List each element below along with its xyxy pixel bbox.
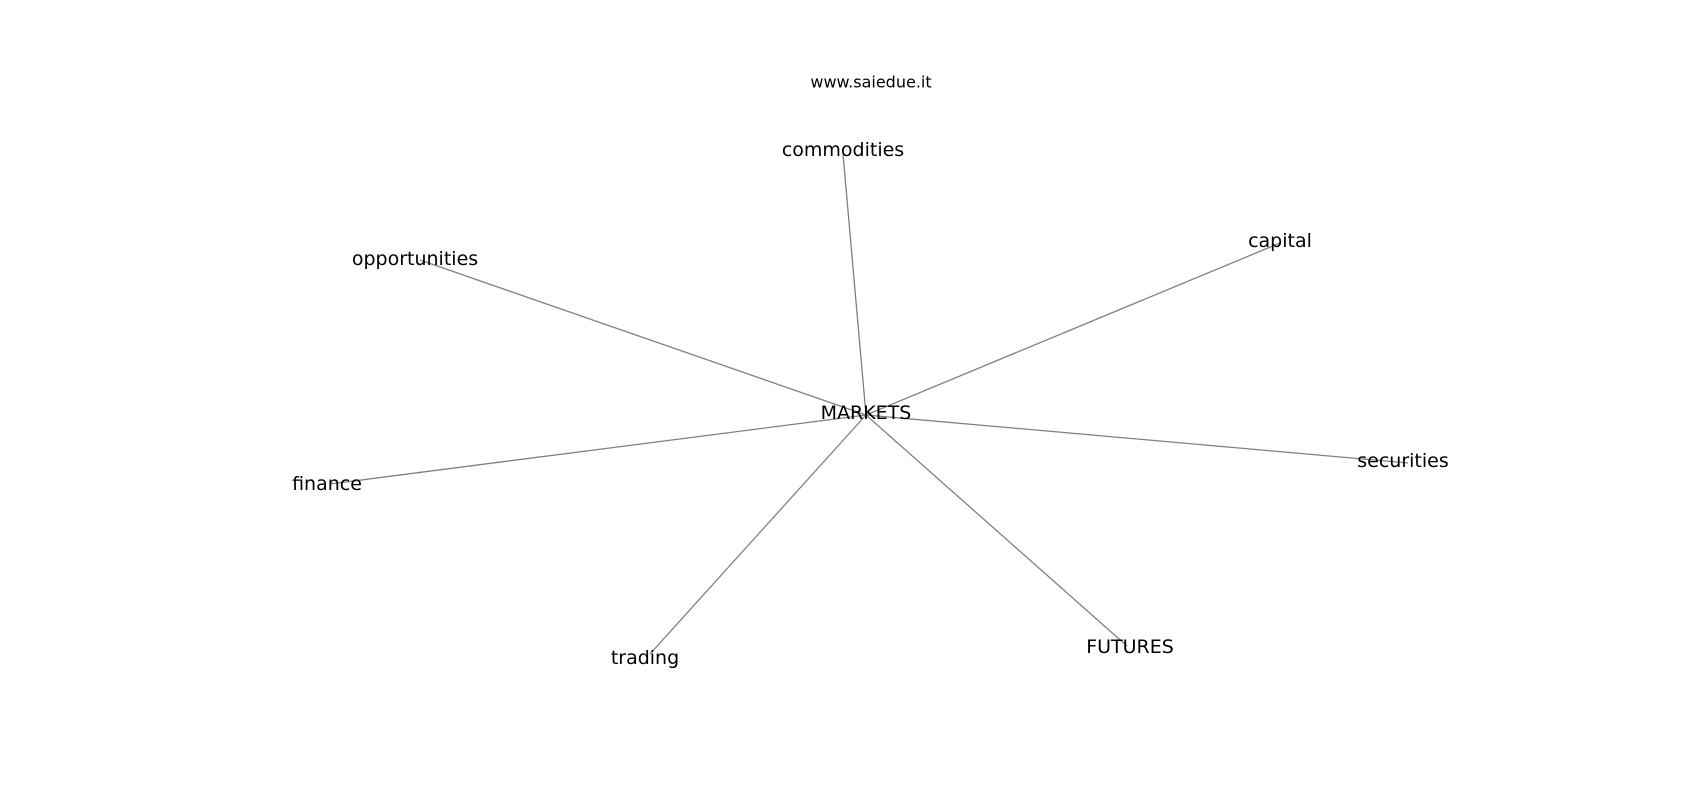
edge-markets-capital xyxy=(865,242,1281,416)
node-label-capital: capital xyxy=(1248,230,1312,252)
edge-markets-futures xyxy=(865,414,1128,647)
edge-markets-opportunities xyxy=(419,259,867,416)
nodes-layer: MARKETS commodities capital opportunities se… xyxy=(292,139,1449,669)
node-label-trading: trading xyxy=(611,647,679,669)
edge-markets-trading xyxy=(649,414,867,655)
node-label-securities: securities xyxy=(1357,450,1448,472)
watermark-text: www.saiedue.it xyxy=(810,73,931,92)
edges-layer xyxy=(329,153,1409,655)
node-label-finance: finance xyxy=(292,473,362,495)
node-label-markets: MARKETS xyxy=(821,402,912,424)
edge-markets-finance xyxy=(329,414,867,485)
node-label-commodities: commodities xyxy=(782,139,904,161)
edge-markets-securities xyxy=(865,414,1409,464)
edge-markets-commodities xyxy=(842,153,867,416)
node-label-futures: FUTURES xyxy=(1086,636,1174,658)
node-label-opportunities: opportunities xyxy=(352,248,478,270)
